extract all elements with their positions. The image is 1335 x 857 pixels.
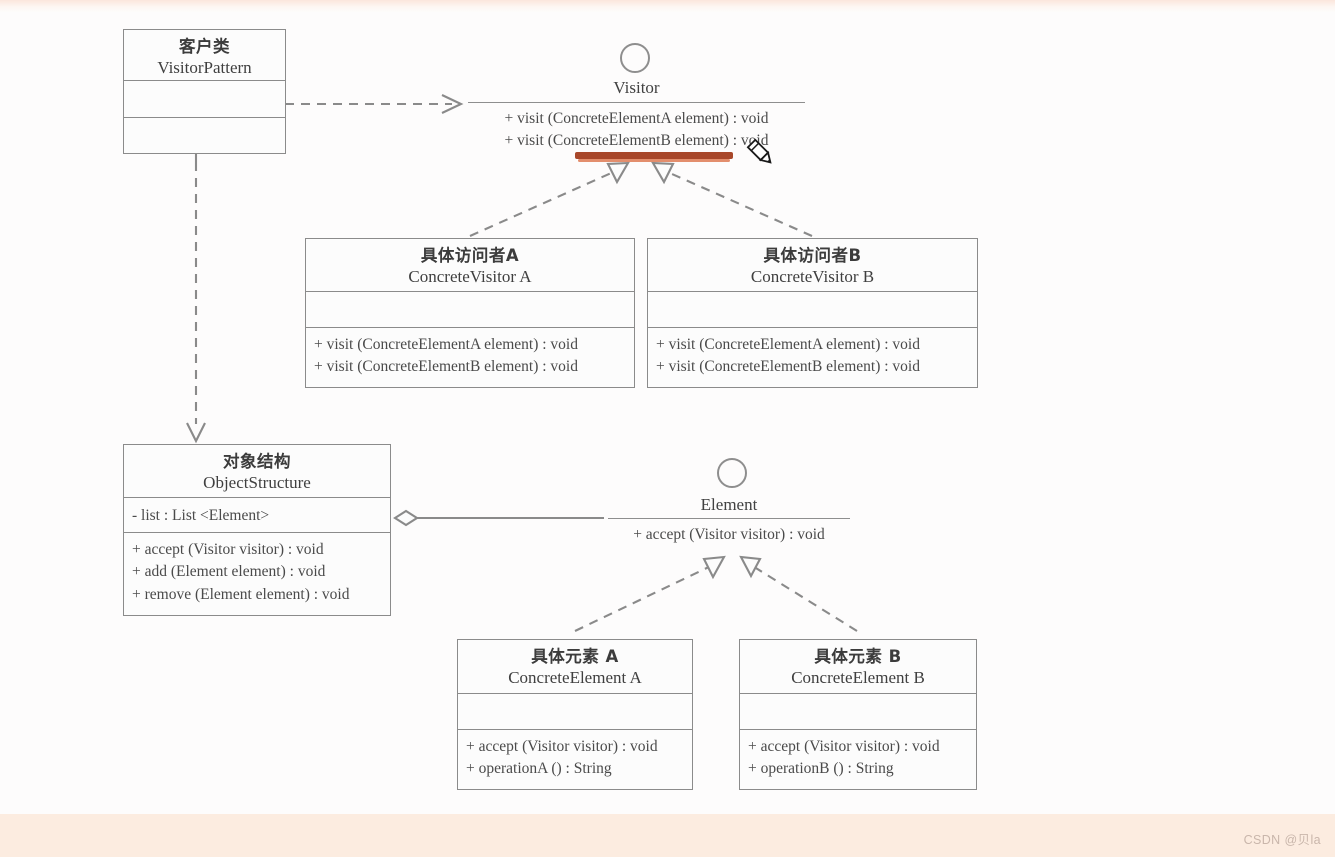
method-os-2: + remove (Element element) : void	[132, 585, 350, 603]
interface-visitor[interactable]: Visitor + visit (ConcreteElementA elemen…	[468, 40, 805, 155]
class-en-name-concrete-visitor-b: ConcreteVisitor B	[750, 267, 875, 287]
class-methods-concrete-element-a: + accept (Visitor visitor) : void + oper…	[458, 730, 692, 791]
highlighter-stroke-shadow	[578, 159, 730, 162]
class-box-concrete-visitor-b[interactable]: 具体访问者B ConcreteVisitor B + visit (Concre…	[647, 238, 978, 388]
class-en-name-client: VisitorPattern	[157, 58, 252, 78]
interface-divider-element	[608, 518, 850, 519]
method-os-1: + add (Element element) : void	[132, 563, 326, 581]
class-attributes-client	[124, 81, 285, 118]
class-methods-concrete-visitor-b: + visit (ConcreteElementA element) : voi…	[648, 328, 977, 389]
interface-divider-visitor	[468, 102, 805, 103]
class-box-concrete-element-b[interactable]: 具体元素 B ConcreteElement B + accept (Visit…	[739, 639, 977, 790]
class-methods-client	[124, 118, 285, 155]
interface-circle-icon	[620, 43, 650, 73]
class-attributes-object-structure: - list : List <Element>	[124, 498, 390, 533]
interface-method-visitor-0: + visit (ConcreteElementA element) : voi…	[504, 110, 769, 127]
interface-name-visitor: Visitor	[613, 78, 660, 97]
class-attributes-concrete-element-a	[458, 694, 692, 730]
class-header-object-structure: 对象结构 ObjectStructure	[124, 445, 390, 498]
class-header-concrete-element-a: 具体元素 A ConcreteElement A	[458, 640, 692, 694]
class-attributes-concrete-element-b	[740, 694, 976, 730]
class-en-name-concrete-element-b: ConcreteElement B	[791, 668, 925, 688]
class-box-object-structure[interactable]: 对象结构 ObjectStructure - list : List <Elem…	[123, 444, 391, 616]
class-cn-name-concrete-visitor-a: 具体访问者A	[420, 246, 520, 265]
method-cva-1: + visit (ConcreteElementB element) : voi…	[314, 358, 578, 376]
interface-name-element: Element	[700, 495, 758, 514]
class-methods-object-structure: + accept (Visitor visitor) : void + add …	[124, 533, 390, 617]
pen-tool-cursor	[746, 138, 772, 164]
method-cvb-1: + visit (ConcreteElementB element) : voi…	[656, 358, 920, 376]
method-ceb-1: + operationB () : String	[748, 760, 894, 778]
attribute-os-0: - list : List <Element>	[132, 507, 270, 524]
class-attributes-concrete-visitor-a	[306, 292, 634, 328]
highlighter-stroke-annotation	[575, 152, 733, 159]
class-cn-name-client: 客户类	[179, 37, 230, 56]
method-cva-0: + visit (ConcreteElementA element) : voi…	[314, 336, 578, 353]
method-os-0: + accept (Visitor visitor) : void	[132, 541, 324, 558]
method-cea-1: + operationA () : String	[466, 760, 612, 778]
class-attributes-concrete-visitor-b	[648, 292, 977, 328]
class-box-concrete-element-a[interactable]: 具体元素 A ConcreteElement A + accept (Visit…	[457, 639, 693, 790]
class-methods-concrete-element-b: + accept (Visitor visitor) : void + oper…	[740, 730, 976, 791]
class-en-name-concrete-element-a: ConcreteElement A	[508, 668, 642, 688]
class-header-concrete-visitor-b: 具体访问者B ConcreteVisitor B	[648, 239, 977, 292]
class-header-client: 客户类 VisitorPattern	[124, 30, 285, 81]
interface-circle-icon-element	[717, 458, 747, 488]
class-en-name-concrete-visitor-a: ConcreteVisitor A	[408, 267, 532, 287]
class-cn-name-object-structure: 对象结构	[223, 452, 291, 471]
bottom-color-band	[0, 814, 1335, 857]
class-header-concrete-visitor-a: 具体访问者A ConcreteVisitor A	[306, 239, 634, 292]
class-cn-name-concrete-element-a: 具体元素 A	[531, 647, 619, 666]
interface-method-visitor-1: + visit (ConcreteElementB element) : voi…	[504, 132, 769, 149]
class-box-client[interactable]: 客户类 VisitorPattern	[123, 29, 286, 154]
interface-element[interactable]: Element + accept (Visitor visitor) : voi…	[608, 455, 850, 550]
interface-method-element-0: + accept (Visitor visitor) : void	[633, 526, 825, 543]
class-header-concrete-element-b: 具体元素 B ConcreteElement B	[740, 640, 976, 694]
top-color-band	[0, 0, 1335, 12]
class-cn-name-concrete-element-b: 具体元素 B	[814, 647, 902, 666]
class-cn-name-concrete-visitor-b: 具体访问者B	[763, 246, 862, 265]
method-cea-0: + accept (Visitor visitor) : void	[466, 738, 658, 755]
watermark-label: CSDN @贝la	[1243, 833, 1321, 847]
class-methods-concrete-visitor-a: + visit (ConcreteElementA element) : voi…	[306, 328, 634, 389]
class-box-concrete-visitor-a[interactable]: 具体访问者A ConcreteVisitor A + visit (Concre…	[305, 238, 635, 388]
class-en-name-object-structure: ObjectStructure	[203, 473, 311, 493]
method-ceb-0: + accept (Visitor visitor) : void	[748, 738, 940, 755]
method-cvb-0: + visit (ConcreteElementA element) : voi…	[656, 336, 920, 353]
